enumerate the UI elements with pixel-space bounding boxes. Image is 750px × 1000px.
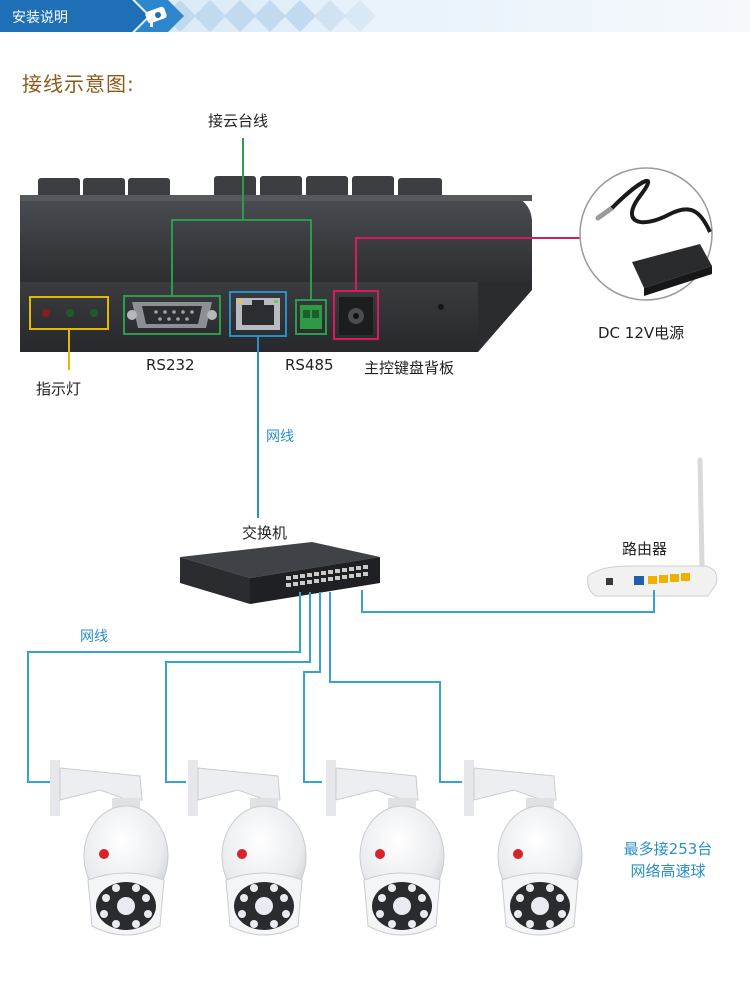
switch-label: 交换机 xyxy=(242,524,288,542)
dc-power-jack xyxy=(339,297,373,335)
banner-background xyxy=(0,0,750,32)
note-line-2: 网络高速球 xyxy=(630,862,706,880)
indicator-highlight xyxy=(29,296,109,330)
router-label: 路由器 xyxy=(622,540,668,558)
rs485-highlight xyxy=(295,299,327,335)
indicator-leds xyxy=(42,309,98,317)
rj45-highlight xyxy=(229,291,287,337)
speed-dome-camera-2 xyxy=(188,760,307,936)
ptz-line-rs485 xyxy=(243,219,312,300)
power-adapter xyxy=(579,167,713,301)
rs485-label: RS485 xyxy=(285,356,334,374)
camera-icon xyxy=(145,6,167,27)
power-line xyxy=(355,237,582,291)
rj45-port xyxy=(236,298,280,330)
indicator-label: 指示灯 xyxy=(36,380,82,398)
rs232-highlight xyxy=(123,295,221,335)
keyboard-back-label: 主控键盘背板 xyxy=(364,359,455,377)
rs232-port xyxy=(127,302,217,328)
rs232-label: RS232 xyxy=(146,356,195,374)
keyboard-keys xyxy=(38,176,442,198)
top-banner: 安装说明 xyxy=(0,0,750,32)
speed-dome-camera-4 xyxy=(464,760,583,936)
network-lines-cameras xyxy=(27,590,655,783)
speed-dome-camera-1 xyxy=(50,760,169,936)
speed-dome-camera-3 xyxy=(326,760,445,936)
note-line-1: 最多接253台 xyxy=(623,840,713,858)
keyboard-back-panel xyxy=(20,176,532,352)
power-highlight xyxy=(333,290,379,340)
camera-capacity-note: 最多接253台 网络高速球 xyxy=(612,838,724,882)
network-cable-label-left: 网线 xyxy=(80,629,108,645)
router xyxy=(587,457,718,597)
power-supply-label: DC 12V电源 xyxy=(598,324,685,342)
network-switch xyxy=(180,542,380,604)
screw-hole xyxy=(438,304,444,310)
ptz-line-rs232 xyxy=(171,138,244,296)
rs485-terminal xyxy=(300,305,322,329)
page-title: 接线示意图: xyxy=(22,72,135,96)
network-cable-label-top: 网线 xyxy=(266,429,294,445)
tab-label: 安装说明 xyxy=(12,10,68,26)
ptz-cable-label: 接云台线 xyxy=(208,112,269,130)
